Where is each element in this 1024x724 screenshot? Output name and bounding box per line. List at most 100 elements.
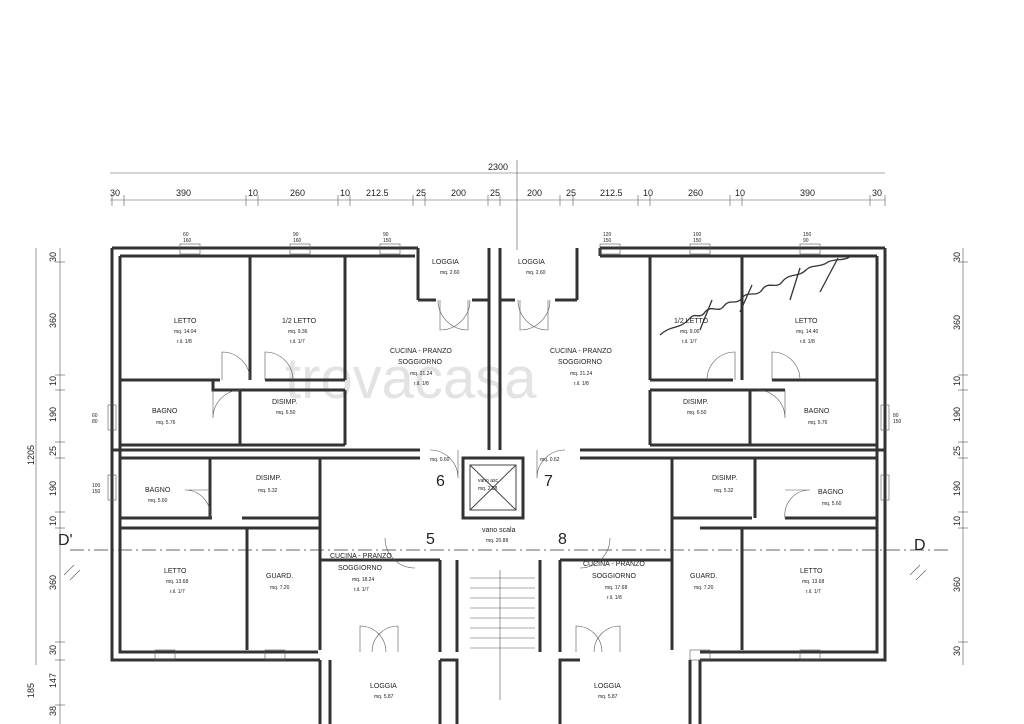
- letto-br-ril: r.il. 1/7: [806, 589, 821, 595]
- window-tag: 90: [803, 238, 809, 244]
- dim-right-8: 30: [952, 646, 962, 656]
- disimp-tl-name: DISIMP.: [272, 399, 297, 406]
- window-tag: 150: [803, 232, 812, 238]
- vano-scala-name: vano scala: [482, 527, 516, 534]
- window-tags: 60 160 90 160 90 150 120 150 100 150 150…: [92, 232, 902, 495]
- left-dimensions: 30 360 10 190 25 190 10 360 30 147 38 12…: [26, 248, 65, 724]
- dim-left-8: 30: [48, 645, 58, 655]
- letto-tr-area: mq. 14.40: [796, 329, 818, 335]
- apartment-7: 7: [544, 473, 553, 490]
- cucina-bl-area: mq. 18.24: [352, 577, 374, 583]
- dim-right-3: 190: [952, 407, 962, 422]
- dim-top-14: 10: [735, 188, 745, 198]
- disimp-bl-name: DISIMP.: [256, 475, 281, 482]
- right-dimensions: 30 360 10 190 25 190 10 360 30: [952, 248, 968, 665]
- dim-top-10: 25: [566, 188, 576, 198]
- bagno-br-name: BAGNO: [818, 489, 844, 496]
- dim-top-5: 212.5: [366, 188, 389, 198]
- pian-r-area: mq. 0.62: [540, 457, 560, 463]
- halfletto-tr-name: 1/2 LETTO: [674, 318, 709, 325]
- dim-top-3: 260: [290, 188, 305, 198]
- dim-left-9: 147: [48, 673, 58, 688]
- dim-right-2: 10: [952, 376, 962, 386]
- window-tag: 100: [693, 232, 702, 238]
- dim-top-11: 212.5: [600, 188, 623, 198]
- disimp-tl-area: mq. 6.50: [276, 410, 296, 416]
- apartment-6: 6: [436, 473, 445, 490]
- doors-windows: [107, 243, 890, 661]
- window-tag: 80: [893, 413, 899, 419]
- window-tag: 120: [603, 232, 612, 238]
- dim-left-7: 360: [48, 575, 58, 590]
- disimp-tr-area: mq. 6.50: [687, 410, 707, 416]
- handwritten-signature: [659, 254, 853, 336]
- dim-top-1: 390: [176, 188, 191, 198]
- letto-tr-ril: r.il. 1/8: [800, 339, 815, 345]
- apartment-5: 5: [426, 531, 435, 548]
- dim-left-185: 185: [26, 683, 36, 698]
- cucina-tr-area: mq. 21.24: [570, 371, 592, 377]
- cucina-tr-name2: SOGGIORNO: [558, 359, 603, 366]
- asc-area: mq. 2.88: [478, 486, 498, 492]
- window-tag: 160: [183, 238, 192, 244]
- guard-br-name: GUARD.: [690, 573, 717, 580]
- window-tag: 150: [693, 238, 702, 244]
- letto-br-name: LETTO: [800, 568, 823, 575]
- window-tag: 80: [92, 419, 98, 425]
- loggia-tr-name: LOGGIA: [518, 259, 545, 266]
- dim-left-4: 25: [48, 446, 58, 456]
- bagno-bl-area: mq. 5.60: [148, 498, 168, 504]
- dim-left-total: 1205: [26, 445, 36, 465]
- dim-right-5: 190: [952, 481, 962, 496]
- bagno-tr-area: mq. 5.76: [808, 420, 828, 426]
- window-tag: 60: [92, 413, 98, 419]
- disimp-br-name: DISIMP.: [712, 475, 737, 482]
- guard-bl-area: mq. 7.20: [270, 585, 290, 591]
- cucina-br-ril: r.il. 1/8: [607, 595, 622, 601]
- dim-right-6: 10: [952, 516, 962, 526]
- loggia-tl-name: LOGGIA: [432, 259, 459, 266]
- dim-left-6: 10: [48, 516, 58, 526]
- letto-br-area: mq. 13.68: [802, 579, 824, 585]
- disimp-tr-name: DISIMP.: [683, 399, 708, 406]
- apartment-8: 8: [558, 531, 567, 548]
- dim-top-7: 200: [451, 188, 466, 198]
- window-tag: 160: [293, 238, 302, 244]
- cucina-tl-ril: r.il. 1/8: [414, 381, 429, 387]
- guard-br-area: mq. 7.20: [694, 585, 714, 591]
- cucina-bl-name2: SOGGIORNO: [338, 565, 383, 572]
- dim-right-7: 360: [952, 577, 962, 592]
- letto-tl-ril: r.il. 1/8: [177, 339, 192, 345]
- letto-tl-area: mq. 14.04: [174, 329, 196, 335]
- guard-bl-name: GUARD.: [266, 573, 293, 580]
- dim-top-6: 25: [416, 188, 426, 198]
- dim-left-2: 10: [48, 376, 58, 386]
- letto-tr-name: LETTO: [795, 318, 818, 325]
- letto-tl-name: LETTO: [174, 318, 197, 325]
- cucina-br-area: mq. 17.68: [605, 585, 627, 591]
- dim-total: 2300: [488, 162, 508, 172]
- dim-left-3: 190: [48, 407, 58, 422]
- loggia-bl-name: LOGGIA: [370, 683, 397, 690]
- room-labels: LOGGIA mq. 2.60 LOGGIA mq. 2.60 LETTO mq…: [145, 259, 844, 700]
- letto-bl-area: mq. 13.68: [166, 579, 188, 585]
- halfletto-tr-area: mq. 9.00: [680, 329, 700, 335]
- dim-left-0: 30: [48, 252, 58, 262]
- halfletto-tr-ril: r.il. 1/7: [682, 339, 697, 345]
- halfletto-tl-area: mq. 9.36: [288, 329, 308, 335]
- dim-top-12: 10: [643, 188, 653, 198]
- loggia-br-area: mq. 5.87: [598, 694, 618, 700]
- cucina-br-name2: SOGGIORNO: [592, 573, 637, 580]
- window-tag: 150: [92, 489, 101, 495]
- section-line: D' D: [58, 532, 950, 581]
- cucina-bl-name1: CUCINA - PRANZO: [330, 553, 392, 560]
- dim-right-0: 30: [952, 252, 962, 262]
- dim-top-2: 10: [248, 188, 258, 198]
- dim-left-1: 360: [48, 313, 58, 328]
- loggia-br-name: LOGGIA: [594, 683, 621, 690]
- bagno-tr-name: BAGNO: [804, 408, 830, 415]
- disimp-br-area: mq. 5.32: [714, 488, 734, 494]
- asc-name: vano asc.: [478, 478, 499, 484]
- loggia-bl-area: mq. 5.87: [374, 694, 394, 700]
